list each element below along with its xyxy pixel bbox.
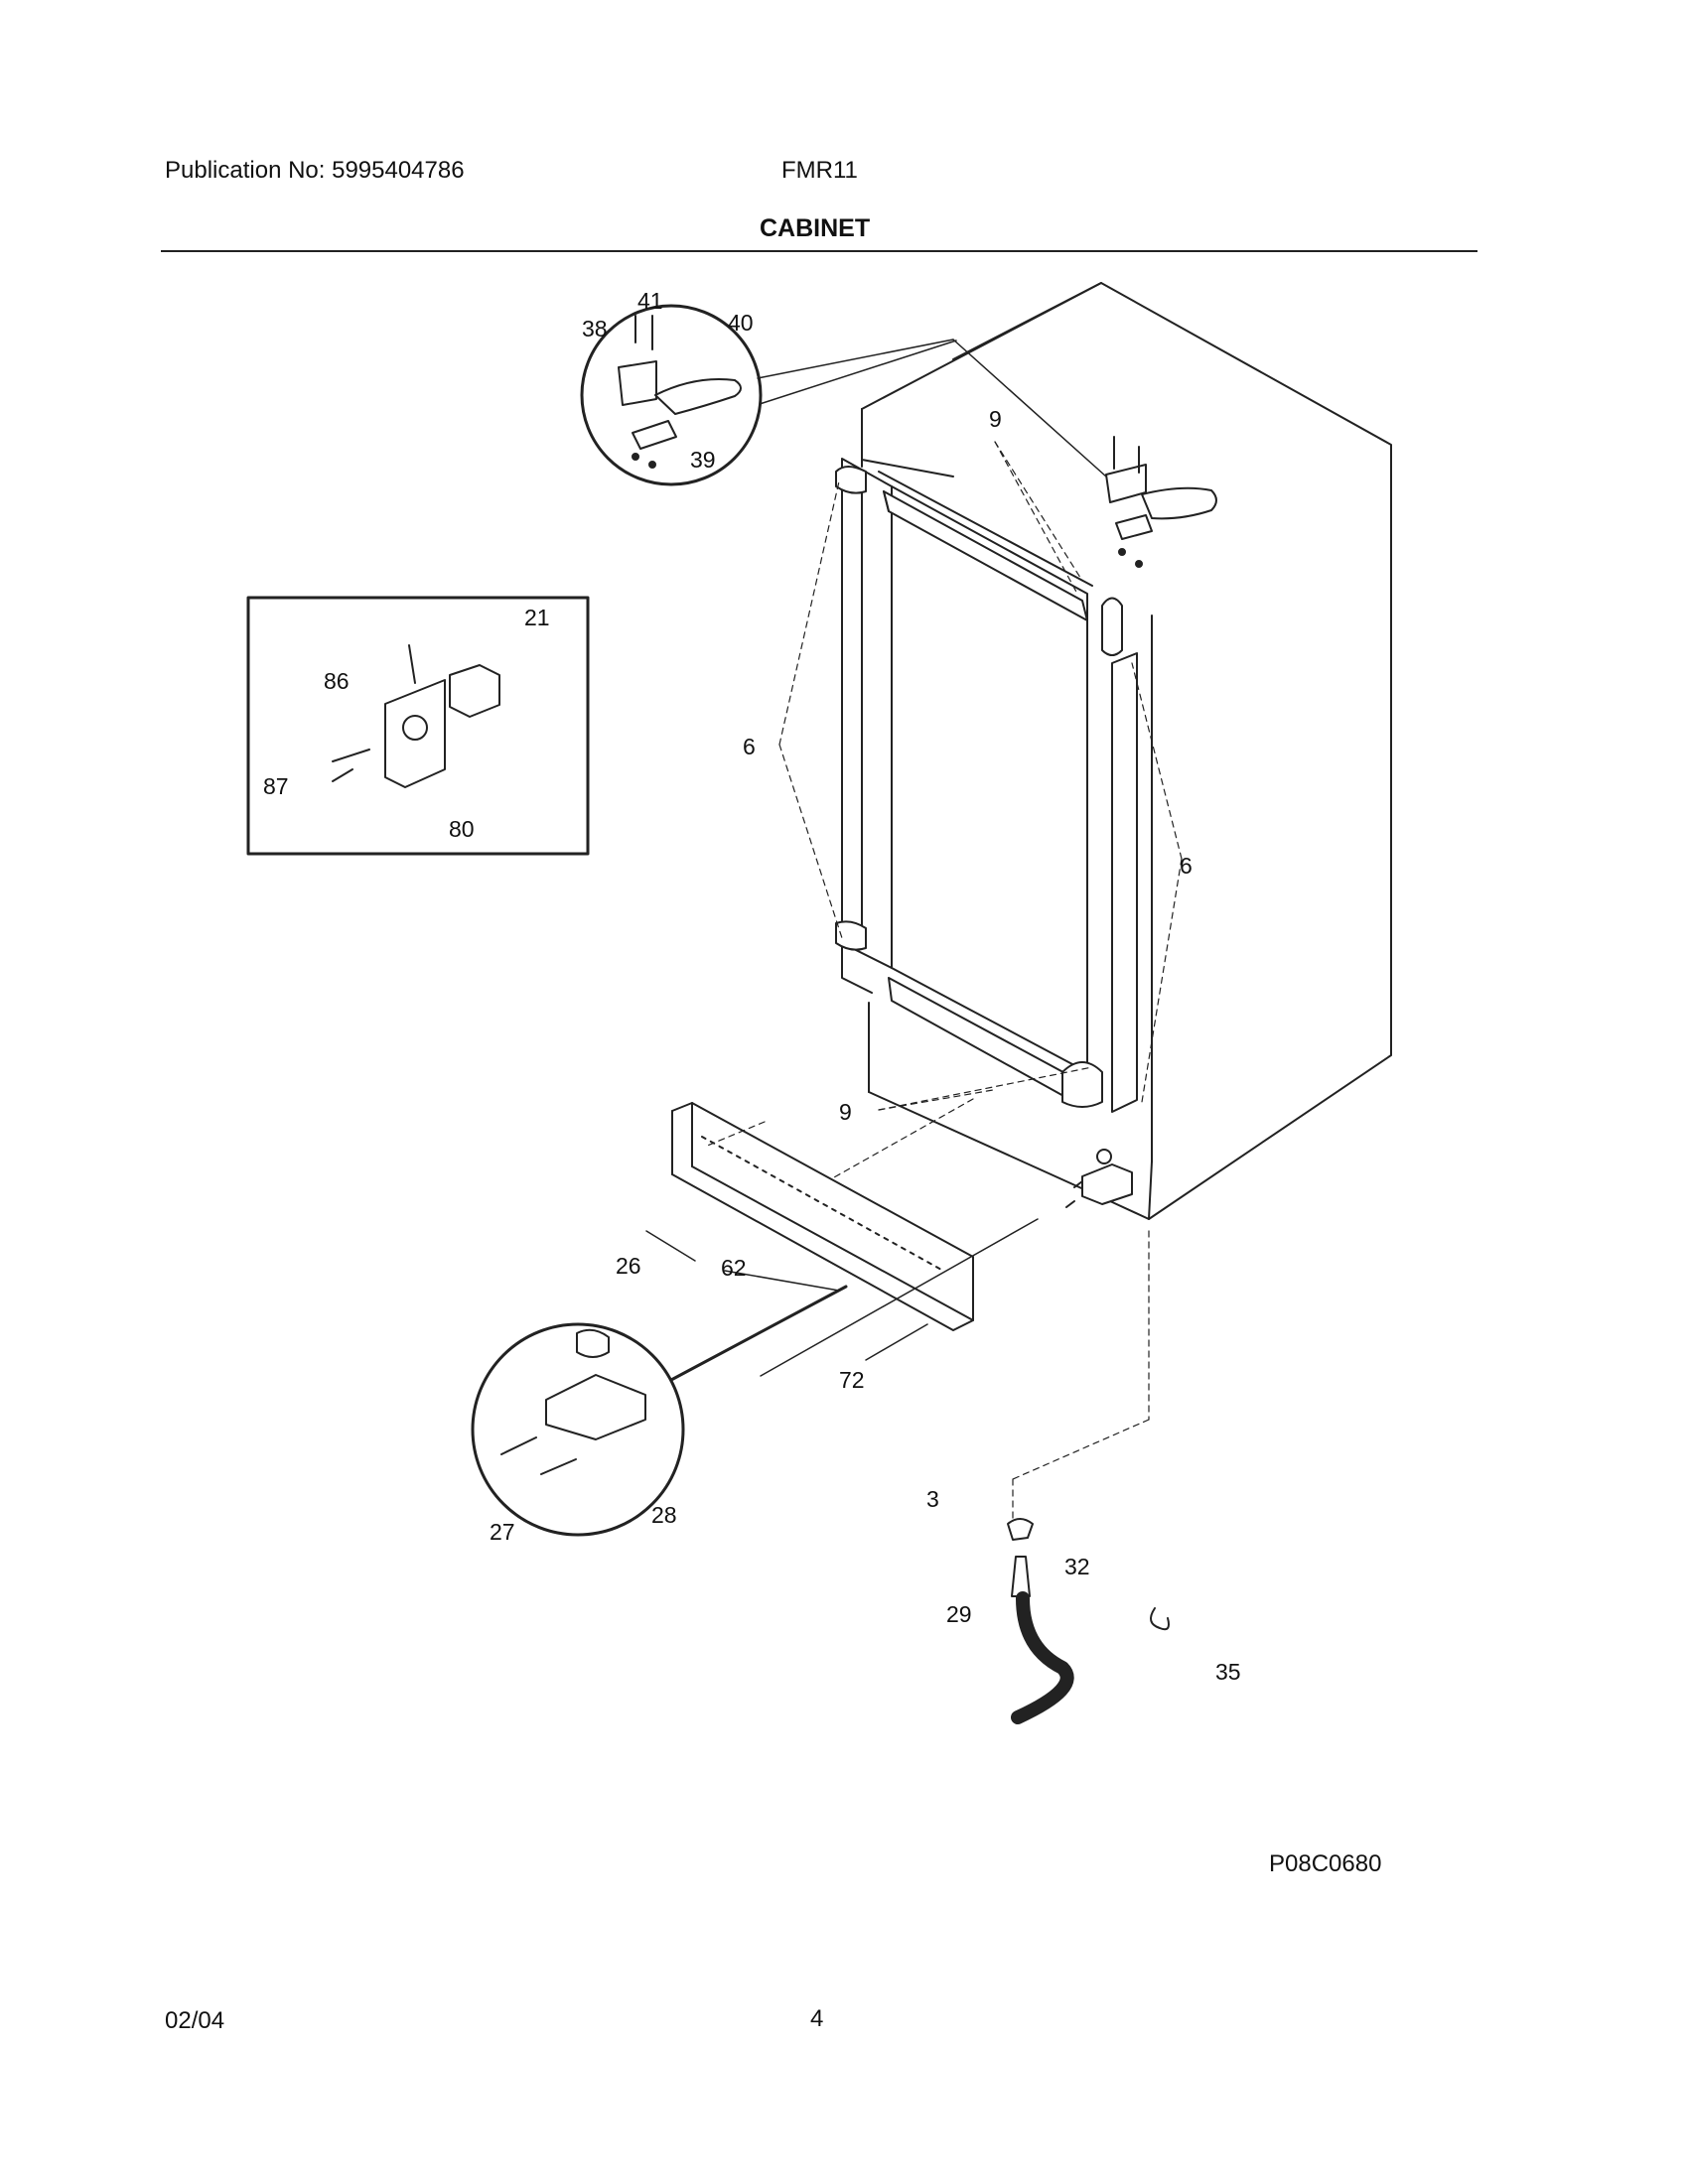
callout-21: 21 — [524, 605, 550, 630]
callout-29: 29 — [946, 1601, 972, 1627]
callout-6-left: 6 — [743, 734, 756, 759]
callout-39: 39 — [690, 447, 716, 473]
callout-3: 3 — [926, 1486, 939, 1512]
callout-9-top: 9 — [989, 406, 1002, 432]
callout-87: 87 — [263, 773, 289, 799]
callout-26: 26 — [616, 1253, 641, 1279]
callout-35: 35 — [1215, 1659, 1241, 1685]
footer-date: 02/04 — [165, 2007, 225, 2034]
drain-parts — [1007, 1518, 1170, 1724]
kickplate — [671, 1102, 974, 1331]
callout-40: 40 — [728, 310, 754, 336]
header-rule — [161, 250, 1477, 252]
callout-86: 86 — [324, 668, 350, 694]
callout-27: 27 — [490, 1519, 515, 1545]
callout-28: 28 — [651, 1502, 677, 1528]
model-number: FMR11 — [781, 157, 858, 184]
callout-9-bottom: 9 — [839, 1099, 852, 1125]
gasket-bottom — [888, 977, 1103, 1108]
callout-41: 41 — [637, 288, 663, 314]
callout-80: 80 — [449, 816, 475, 842]
callout-62: 62 — [721, 1255, 747, 1281]
bottom-hinge-detail — [471, 1285, 848, 1537]
top-hinge-detail — [580, 304, 763, 486]
gasket-right — [1101, 597, 1138, 1113]
gasket-top — [883, 490, 1088, 621]
cabinet-body — [861, 282, 1392, 1220]
page-number: 4 — [810, 2005, 824, 2032]
callout-38: 38 — [582, 316, 608, 341]
callout-6-right: 6 — [1180, 853, 1193, 879]
section-title: CABINET — [760, 214, 871, 242]
thermostat-detail — [246, 596, 590, 856]
leader-lines — [645, 339, 1107, 1377]
callout-labels: 41 38 40 39 9 21 86 87 80 6 6 9 62 26 72… — [263, 288, 1241, 1685]
gasket-left — [835, 466, 867, 951]
guide-lines — [704, 441, 1183, 1520]
callout-32: 32 — [1064, 1554, 1090, 1579]
publication-number: Publication No: 5995404786 — [165, 157, 465, 184]
bottom-hinge-assembly — [1065, 1149, 1133, 1208]
figure-code: P08C0680 — [1269, 1850, 1382, 1877]
callout-72: 72 — [839, 1367, 865, 1393]
top-hinge-assembly — [1105, 436, 1217, 568]
